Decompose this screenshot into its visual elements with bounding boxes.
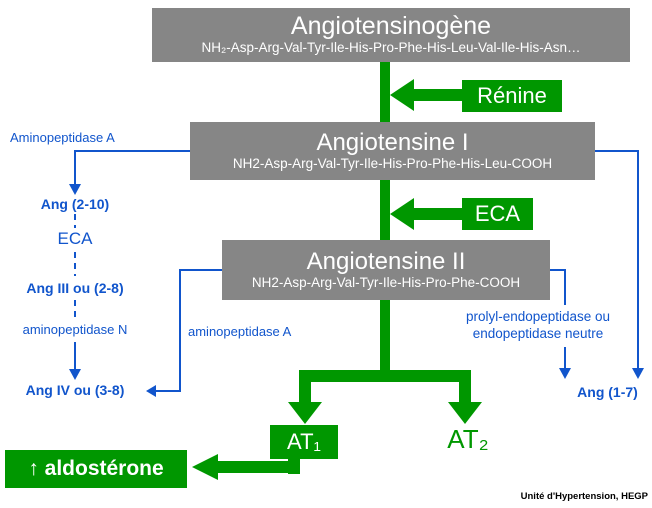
renin-box: Rénine (462, 80, 562, 112)
angiotensinogen-sequence: NH₂-Asp-Arg-Val-Tyr-Ile-His-Pro-Phe-His-… (201, 40, 581, 56)
angiotensin-i-box: Angiotensine I NH2-Asp-Arg-Val-Tyr-Ile-H… (190, 122, 595, 180)
blue-right-pathway-lines (550, 150, 644, 379)
ang4-left-arrowhead-icon (146, 385, 156, 397)
aminopeptidase-a-mid-label: aminopeptidase A (188, 324, 292, 339)
angiotensin-i-title: Angiotensine I (316, 128, 469, 156)
eca-arrow (390, 198, 462, 230)
renin-arrow (390, 79, 462, 111)
angiotensinogen-box: Angiotensinogène NH₂-Asp-Arg-Val-Tyr-Ile… (152, 8, 630, 62)
green-main-line (288, 60, 482, 424)
angiotensin-ii-box: Angiotensine II NH2-Asp-Arg-Val-Tyr-Ile-… (222, 240, 550, 300)
eca-label: ECA (474, 201, 521, 226)
renin-arrowhead-icon (390, 79, 414, 111)
ang17-left-arrowhead-icon (559, 368, 571, 379)
prolyl-endopeptidase-line2: endopeptidase neutre (472, 325, 604, 341)
ang210-arrowhead-icon (69, 184, 81, 195)
ang-iii-label: Ang III ou (2-8) (26, 280, 124, 296)
angiotensin-ii-title: Angiotensine II (306, 247, 466, 275)
angiotensinogen-title: Angiotensinogène (290, 11, 492, 40)
at1-branch-arrowhead-icon (288, 402, 322, 424)
angiotensin-ii-sequence: NH2-Asp-Arg-Val-Tyr-Ile-His-Pro-Phe-COOH (251, 275, 521, 291)
ang-2-10-label: Ang (2-10) (40, 196, 110, 212)
ang-iv-label: Ang IV ou (3-8) (25, 382, 125, 398)
at1-receptor-box: AT₁ (270, 425, 338, 459)
aminopeptidase-a-left-label: Aminopeptidase A (10, 130, 115, 145)
eca-blue-label: ECA (57, 229, 93, 248)
blue-left-pathway-lines (69, 150, 190, 380)
prolyl-endopeptidase-label: prolyl-endopeptidase ou endopeptidase ne… (440, 309, 636, 343)
angiotensin-i-sequence: NH2-Asp-Arg-Val-Tyr-Ile-His-Pro-Phe-His-… (232, 156, 553, 172)
aminopeptidase-n-label: aminopeptidase N (22, 322, 128, 337)
ang17-right-arrowhead-icon (632, 368, 644, 379)
eca-arrowhead-icon (390, 198, 414, 230)
at2-receptor-label: AT₂ (447, 424, 489, 454)
aldosterone-arrowhead-icon (192, 454, 218, 480)
renin-label: Rénine (477, 83, 547, 108)
aldosterone-label: ↑ aldostérone (28, 457, 164, 480)
ang4-arrowhead-icon (69, 369, 81, 380)
at2-branch-arrowhead-icon (448, 402, 482, 424)
ang-1-7-label: Ang (1-7) (577, 384, 638, 400)
credit-text: Unité d'Hypertension, HEGP (520, 491, 648, 502)
aldosterone-box: ↑ aldostérone (5, 450, 187, 488)
at1-label: AT₁ (287, 429, 321, 454)
aldosterone-arrow (192, 454, 300, 480)
prolyl-endopeptidase-line1: prolyl-endopeptidase ou (465, 309, 611, 324)
blue-mid-pathway-line (146, 269, 222, 397)
eca-box: ECA (462, 198, 533, 230)
